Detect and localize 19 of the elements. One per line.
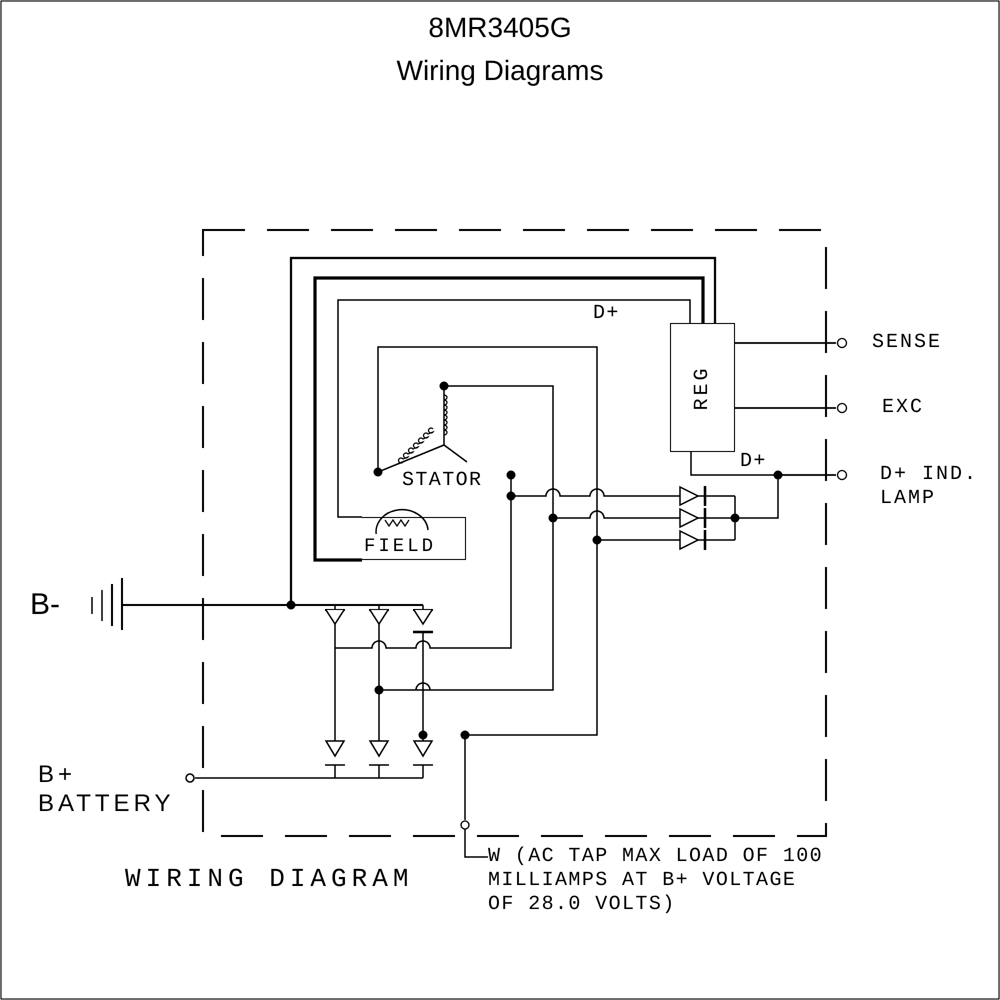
diagram-heading: WIRING DIAGRAM [125, 864, 414, 894]
note-text: W (AC TAP MAX LOAD OF 100 MILLIAMPS AT B+ VOLTAGE OF 28.0 VOLTS) [488, 845, 824, 917]
wire [313, 276, 705, 562]
diagram-subtitle: Wiring Diagrams [396, 55, 604, 87]
terminal-label: D+ IND. LAMP [880, 463, 980, 511]
terminal-label: B+ BATTERY [38, 760, 176, 818]
field-box [362, 517, 466, 560]
wire [735, 407, 836, 409]
terminal-label: B- [30, 588, 60, 622]
wire [337, 299, 691, 518]
regulator-box [670, 323, 735, 452]
wire [690, 452, 836, 476]
terminal-label: SENSE [872, 331, 944, 355]
leader-line [460, 820, 488, 858]
terminal-label: D+ [740, 450, 767, 474]
wire [735, 342, 836, 344]
component-label: REG [690, 365, 714, 410]
terminal-label: EXC [882, 396, 926, 420]
diagram-title: 8MR3405G [427, 12, 573, 44]
